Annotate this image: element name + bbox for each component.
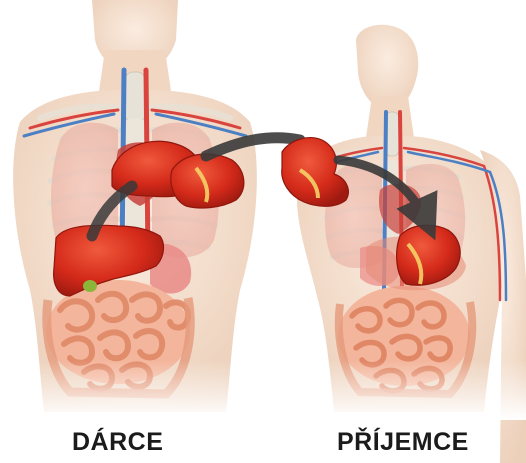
donor-label: DÁRCE — [72, 428, 163, 457]
recipient-figure — [280, 25, 526, 463]
recipient-label: PŘÍJEMCE — [337, 428, 469, 457]
donor-trachea — [125, 72, 145, 122]
donor-gallbladder — [83, 280, 97, 292]
donor-figure — [0, 0, 270, 420]
